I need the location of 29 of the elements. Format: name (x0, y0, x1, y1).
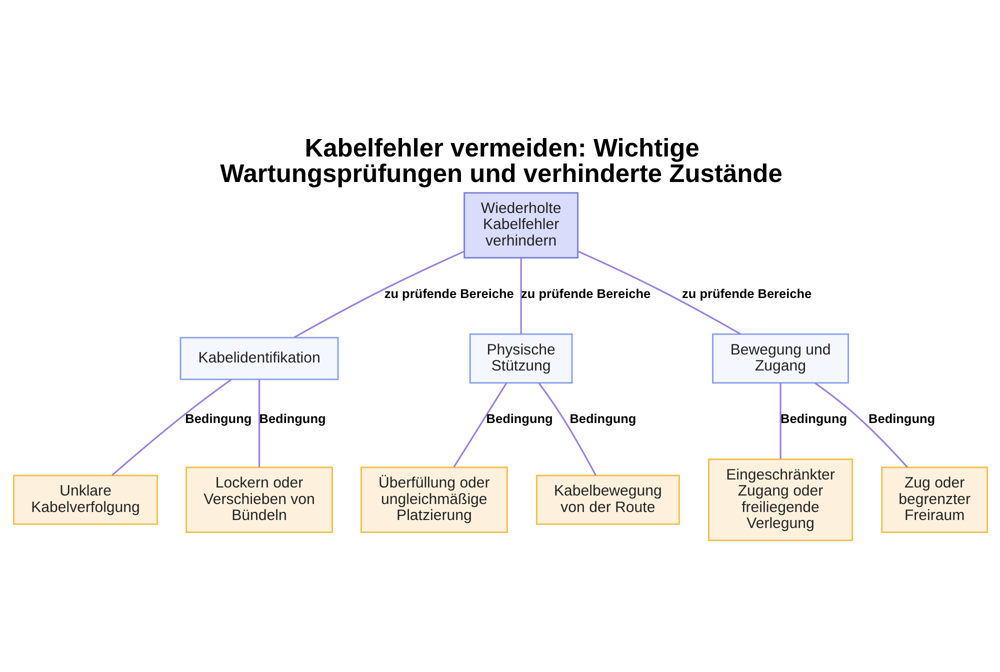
node-box: Kabelbewegung von der Route (535, 474, 680, 524)
connector (111, 378, 232, 476)
edge-label: Bedingung (868, 410, 935, 426)
connector (258, 379, 260, 466)
connector (577, 250, 740, 334)
edge-label: zu prüfende Bereiche (520, 286, 650, 301)
edge-label: zu prüfende Bereiche (384, 286, 514, 301)
node-box: Bewegung und Zugang (712, 332, 849, 384)
diagram-title: Kabelfehler vermeiden: Wichtige Wartungsprüfungen und verhinderte Zustände (220, 134, 782, 188)
node-box: Lockern oder Verschieben von Bündeln (185, 466, 332, 533)
edge-label: Bedingung (486, 410, 552, 426)
node-box: Physische Stützung (468, 332, 572, 384)
connector (538, 382, 596, 476)
connector (452, 382, 507, 467)
node-box: Unklare Kabelverfolgung (12, 474, 158, 524)
node-box: Kabelidentifikation (179, 336, 338, 380)
node-box: Wiederholte Kabelfehler verhindern (463, 192, 578, 258)
connector (293, 250, 464, 338)
connector (520, 257, 522, 334)
node-box: Zug oder begrenzter Freiraum (880, 466, 988, 533)
node-box: Eingeschränkter Zugang oder freiliegende Verlegung (707, 458, 853, 541)
edge-label: Bedingung (258, 410, 326, 426)
edge-label: zu prüfende Bereiche (682, 286, 812, 301)
edge-label: Bedingung (569, 410, 636, 426)
edge-label: Bedingung (780, 410, 847, 426)
edge-label: Bedingung (184, 410, 252, 426)
node-box: Überfüllung oder ungleichmäßige Platzierung (360, 466, 508, 533)
connector (779, 382, 781, 458)
connector (814, 382, 908, 468)
